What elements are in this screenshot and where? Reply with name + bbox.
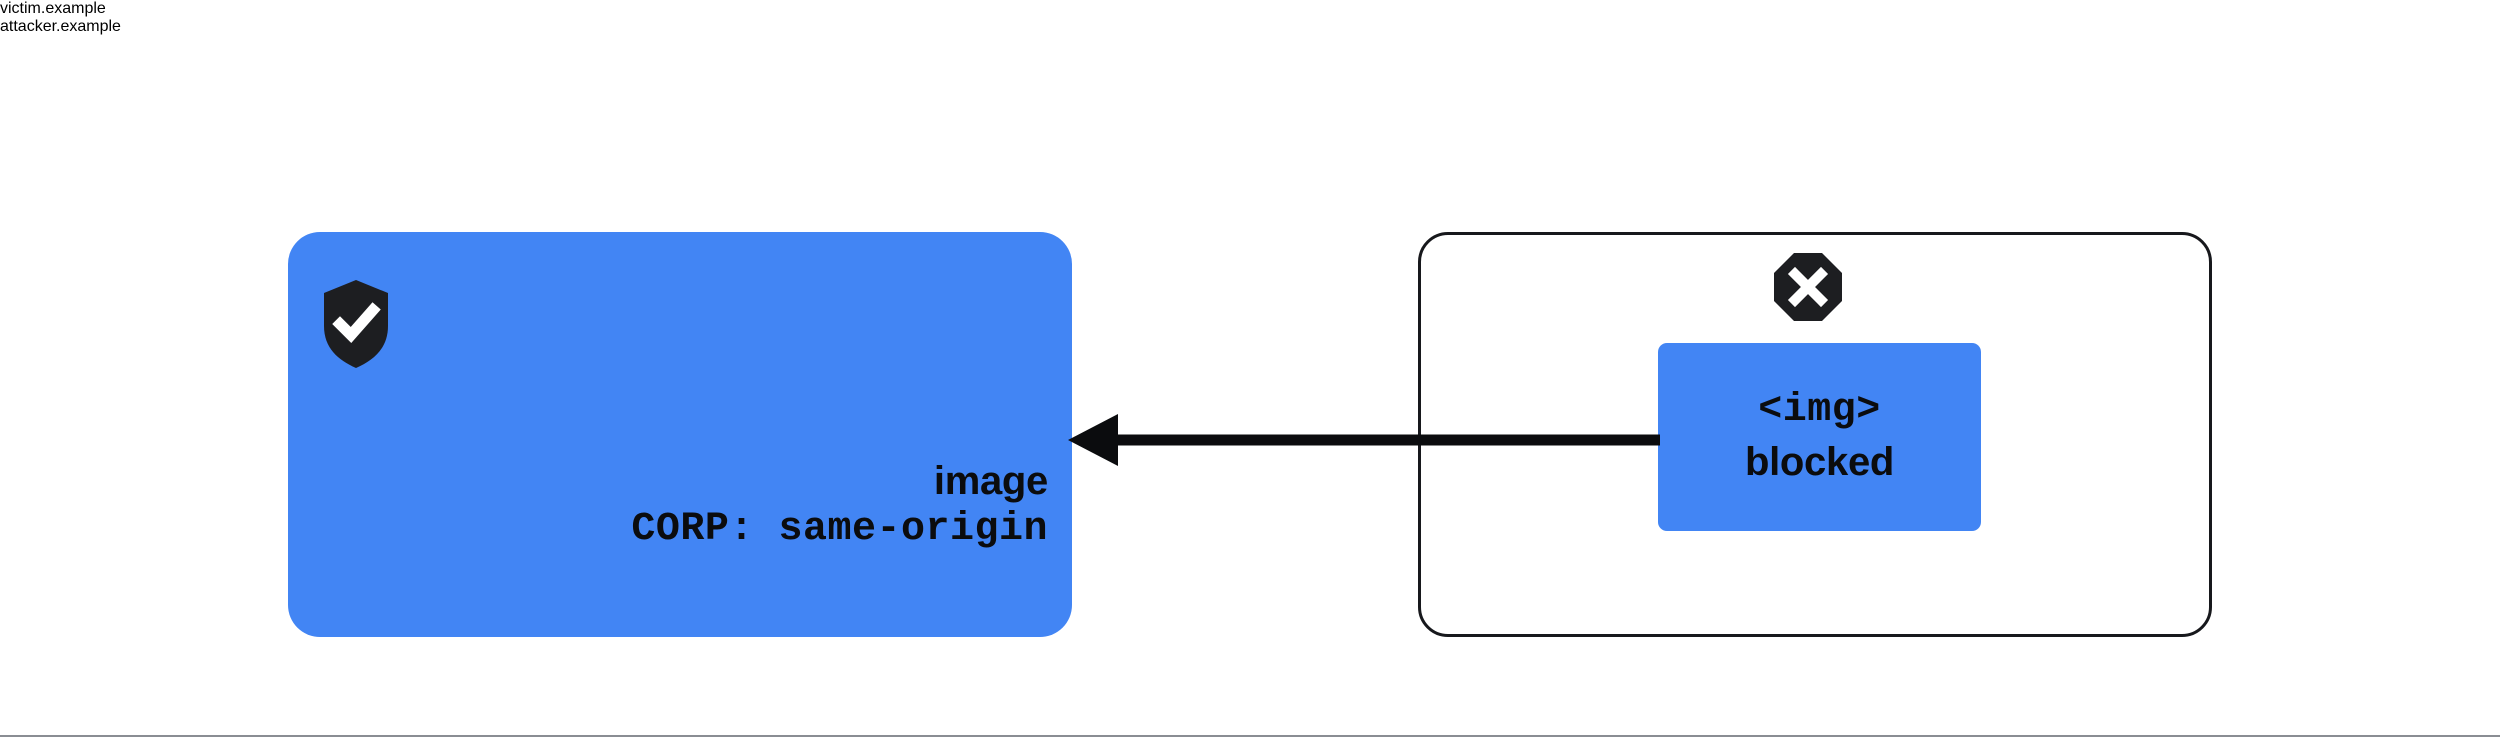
victim-resource-text: image CORP: same-origin (288, 457, 1048, 555)
request-state-label: blocked (1744, 440, 1895, 484)
victim-origin-label: victim.example (0, 0, 106, 17)
shield-check-icon (324, 280, 388, 368)
octagon-x-icon (1774, 253, 1842, 321)
request-element-tag: <img> (1758, 388, 1881, 434)
resource-corp-header: CORP: same-origin (631, 506, 1048, 552)
victim-origin-panel: image CORP: same-origin (288, 232, 1072, 637)
attacker-origin-panel: <img> blocked (1418, 232, 2212, 637)
resource-name: image (933, 459, 1048, 503)
bottom-divider (0, 735, 2500, 737)
blocked-request-arrow (1060, 408, 1660, 472)
blocked-request-box: <img> blocked (1658, 343, 1981, 531)
attacker-origin-label: attacker.example (0, 18, 121, 35)
